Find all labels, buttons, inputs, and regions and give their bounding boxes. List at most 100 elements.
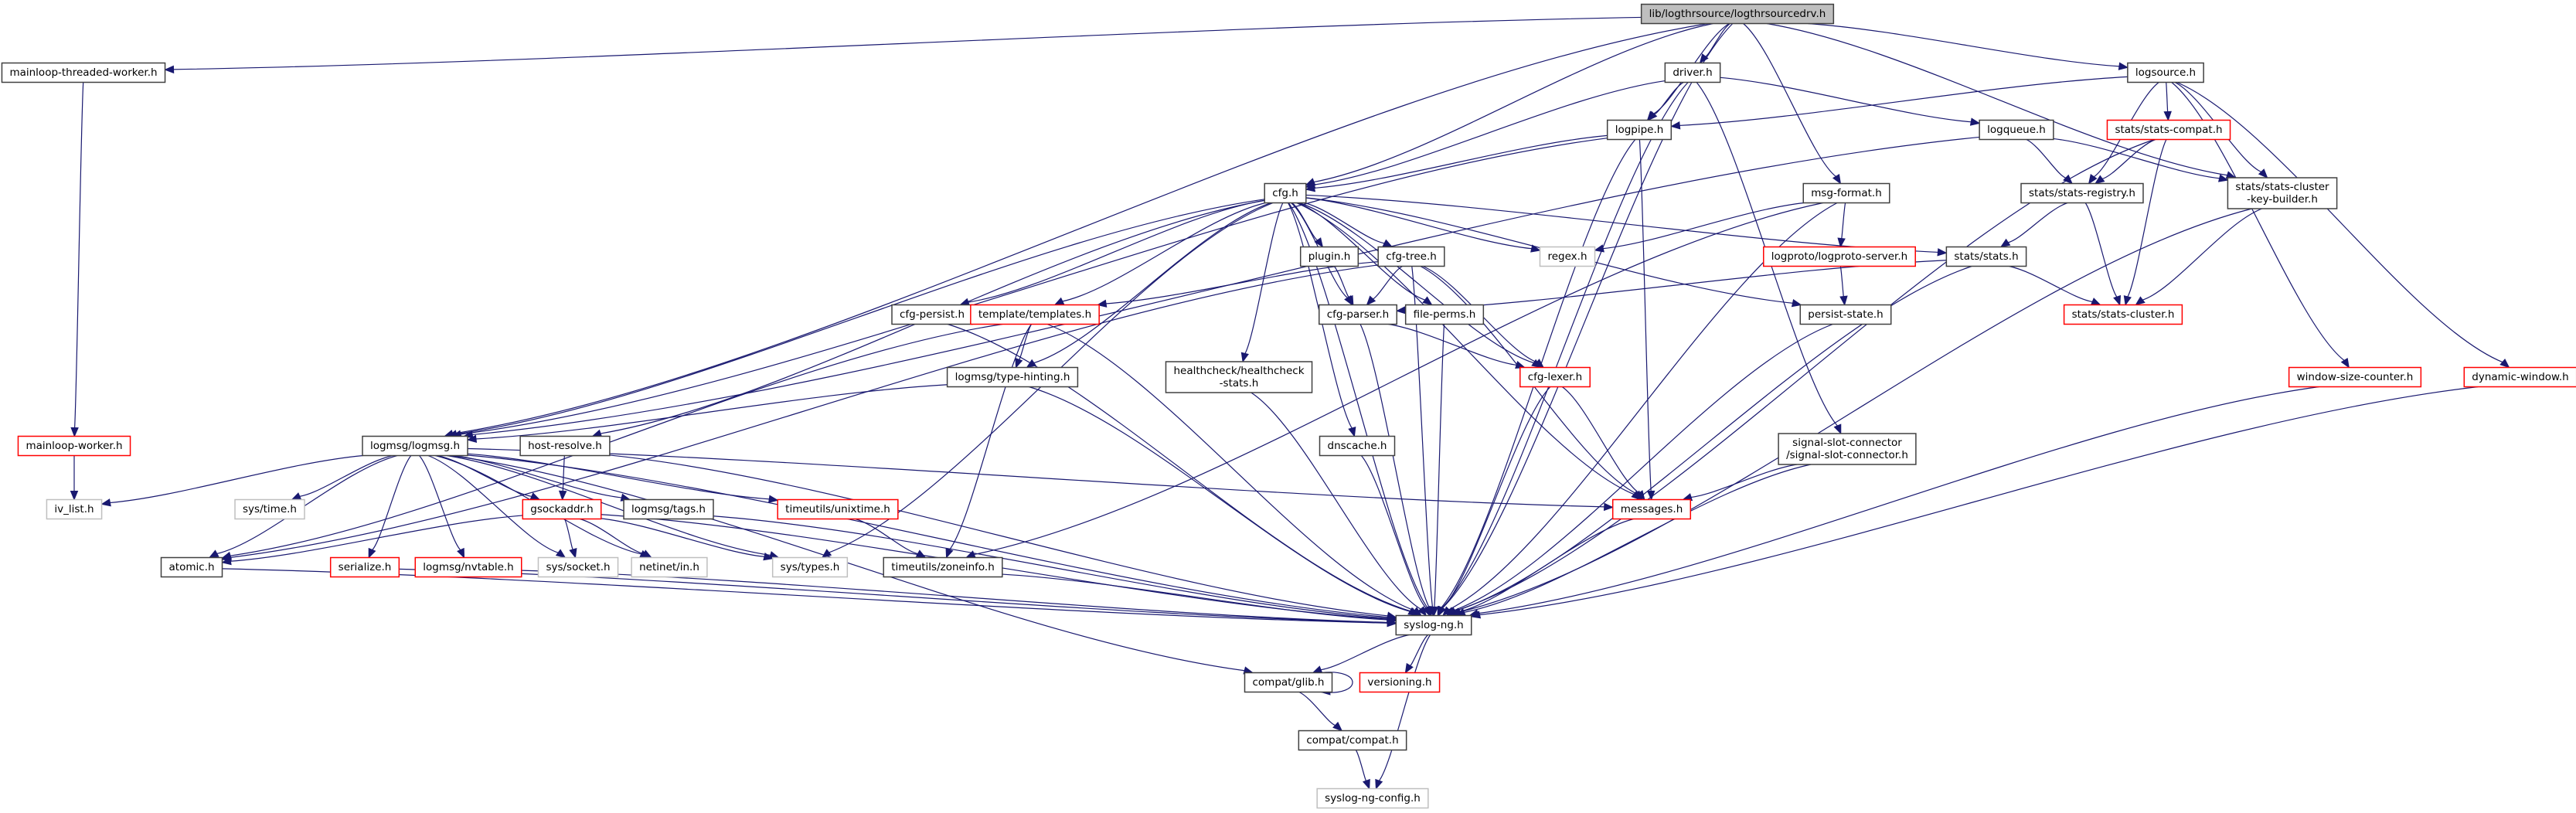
node-messages[interactable]: messages.h [1611,498,1692,520]
node-label: sys/socket.h [546,561,610,573]
node-cfgtree[interactable]: cfg-tree.h [1377,246,1445,267]
node-label: netinet/in.h [639,561,699,573]
edge-logpipe-to-logmsg [460,138,1608,435]
node-box [2227,177,2338,209]
node-persiststate[interactable]: persist-state.h [1799,304,1892,325]
edge-statscompat-to-statsreg [2101,138,2156,180]
node-systime[interactable]: sys/time.h [234,498,305,520]
node-box [414,556,522,578]
node-versioning[interactable]: versioning.h [1359,672,1441,693]
node-statscluster[interactable]: stats/stats-cluster.h [2063,304,2183,325]
node-logpipe[interactable]: logpipe.h [1606,119,1673,141]
node-nvtable[interactable]: logmsg/nvtable.h [414,556,522,578]
edge-dnscache-to-syslogng [1360,455,1428,609]
node-mtw[interactable]: mainloop-threaded-worker.h [1,62,166,83]
node-cfg[interactable]: cfg.h [1264,182,1307,204]
edge-healthcheck-to-syslogng [1251,392,1422,611]
node-fileperms[interactable]: file-perms.h [1404,304,1485,325]
arrowhead-icon [1422,296,1433,306]
node-dynwin[interactable]: dynamic-window.h [2463,366,2576,388]
node-syssocket[interactable]: sys/socket.h [537,556,619,578]
node-gsockaddr[interactable]: gsockaddr.h [522,498,602,520]
node-statscompat[interactable]: stats/stats-compat.h [2106,119,2231,141]
node-systypes[interactable]: sys/types.h [771,556,849,578]
node-logproto[interactable]: logproto/logproto-server.h [1763,246,1916,267]
node-tags[interactable]: logmsg/tags.h [623,498,714,520]
node-box [2127,62,2204,83]
node-plugin[interactable]: plugin.h [1299,246,1359,267]
node-atomic[interactable]: atomic.h [160,556,223,578]
node-logmsg[interactable]: logmsg/logmsg.h [362,435,468,457]
edge-gsockaddr-to-systypes [601,518,765,558]
node-netinet[interactable]: netinet/in.h [631,556,708,578]
node-root[interactable]: lib/logthrsource/logthrsourcedrv.h [1640,3,1835,25]
edge-templates-to-zoneinfo [948,324,1032,551]
node-hostresolve[interactable]: host-resolve.h [519,435,611,457]
node-label: logmsg/type-hinting.h [955,371,1070,383]
node-label: healthcheck/healthcheck [1173,365,1304,377]
node-box [1799,304,1892,325]
node-wsc[interactable]: window-size-counter.h [2288,366,2422,388]
node-syslogng[interactable]: syslog-ng.h [1395,614,1472,636]
node-mlworker[interactable]: mainloop-worker.h [17,435,131,457]
edge-typehinting-to-syslogng [1029,386,1411,613]
node-label: regex.h [1547,250,1587,263]
node-glib[interactable]: compat/glib.h [1244,672,1333,693]
edge-cfgpersist-to-syslogng [948,323,1412,612]
node-typehinting[interactable]: logmsg/type-hinting.h [946,366,1079,388]
node-healthcheck[interactable]: healthcheck/healthcheck-stats.h [1165,361,1313,393]
edge-compat-to-config [1355,750,1367,782]
node-zoneinfo[interactable]: timeutils/zoneinfo.h [883,556,1003,578]
arrowhead-icon [768,495,779,503]
arrowhead-icon [1096,299,1108,308]
edge-logmsg-to-glib [451,454,1246,672]
edge-root-to-mtw [172,16,1642,70]
edge-cfgparser-to-syslogng [1359,324,1431,609]
node-stats[interactable]: stats/stats.h [1945,246,2027,267]
node-label: cfg-lexer.h [1528,371,1582,383]
node-keybuilder[interactable]: stats/stats-cluster-key-builder.h [2227,177,2338,209]
node-unixtime[interactable]: timeutils/unixtime.h [777,498,899,520]
node-label: timeutils/unixtime.h [785,503,890,515]
node-box [1316,787,1429,809]
node-box [771,556,849,578]
edge-logsource-to-logpipe [1679,76,2128,127]
node-label: iv_list.h [54,503,94,515]
node-dnscache[interactable]: dnscache.h [1319,435,1396,457]
node-label: logmsg/logmsg.h [370,440,460,452]
edge-cfg-to-cfgtree [1304,202,1386,244]
arrowhead-icon [1382,239,1393,248]
edge-statsreg-to-statscluster [2084,202,2118,298]
node-statsreg[interactable]: stats/stats-registry.h [2020,182,2144,204]
arrowhead-icon [2088,174,2098,185]
edge-glib-to-glib [1321,672,1353,693]
node-label: stats/stats-registry.h [2029,187,2135,199]
arrowhead-icon [1348,427,1356,437]
node-templates[interactable]: template/templates.h [970,304,1100,325]
node-config[interactable]: syslog-ng-config.h [1316,787,1429,809]
node-ivlist[interactable]: iv_list.h [46,498,103,520]
arrowhead-icon [2094,175,2105,185]
arrowhead-icon [1404,662,1414,674]
edge-logmsg-to-systypes [446,454,771,556]
node-logsource[interactable]: logsource.h [2127,62,2204,83]
arrowhead-icon [208,549,219,559]
node-regex[interactable]: regex.h [1539,246,1596,267]
node-serialize[interactable]: serialize.h [329,556,400,578]
node-driver[interactable]: driver.h [1664,62,1721,83]
edge-wsc-to-syslogng [1476,386,2319,614]
node-cfglexer[interactable]: cfg-lexer.h [1519,366,1591,388]
node-box [1606,119,1673,141]
node-ssc[interactable]: signal-slot-connector/signal-slot-connec… [1778,433,1917,465]
node-msgformat[interactable]: msg-format.h [1802,182,1890,204]
node-label: /signal-slot-connector.h [1786,449,1908,461]
edge-root-to-cfg [1312,22,1713,183]
node-label: dnscache.h [1328,440,1387,452]
node-cfgparser[interactable]: cfg-parser.h [1318,304,1398,325]
node-logqueue[interactable]: logqueue.h [1979,119,2054,141]
node-compat[interactable]: compat/compat.h [1298,730,1407,751]
node-label: logmsg/nvtable.h [423,561,513,573]
node-label: -key-builder.h [2247,193,2318,206]
node-cfgpersist[interactable]: cfg-persist.h [891,304,973,325]
